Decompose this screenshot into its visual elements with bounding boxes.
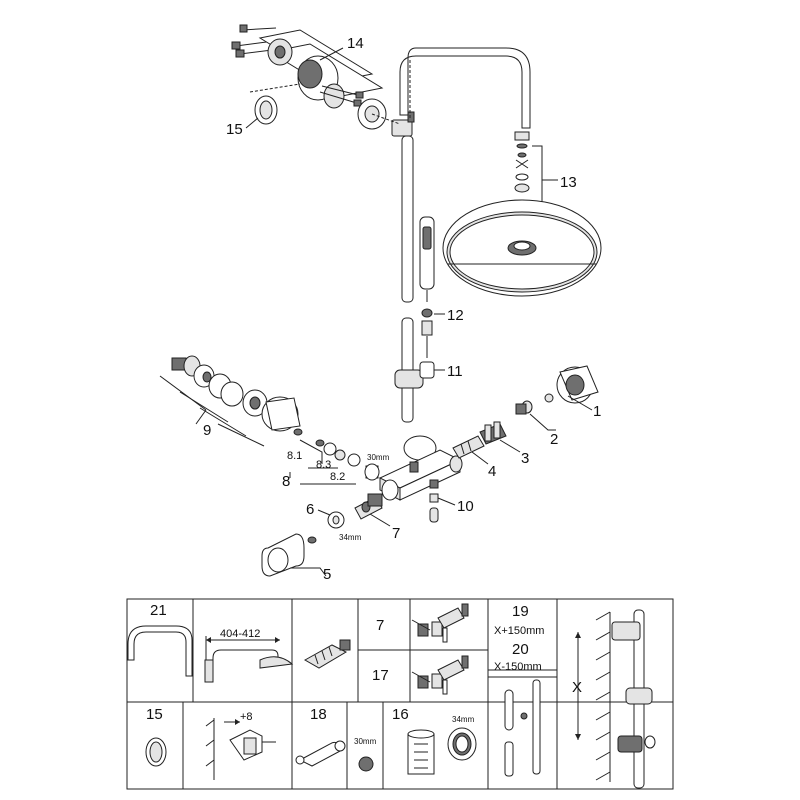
cover-cap-5: 5	[261, 533, 331, 583]
hand-shower	[419, 216, 435, 302]
table-cell-18: 18	[295, 706, 346, 767]
callout-11: 11	[447, 363, 463, 380]
cartridge-3: 3	[479, 421, 529, 467]
size-label-34mm: 34mm	[339, 533, 362, 542]
wall-bracket-assembly: 14 15	[226, 24, 415, 138]
parts-table: 21 404-412 7	[126, 598, 674, 790]
shower-head	[442, 199, 602, 297]
dim-label-x: X	[572, 679, 582, 696]
shower-arm	[399, 47, 531, 129]
callout-12: 12	[447, 307, 464, 324]
callout-8-2: 8.2	[330, 471, 345, 483]
table-cell-wall-detail: X	[572, 609, 656, 789]
table-cell-arm-length: 404-412	[204, 628, 294, 683]
screw-set-bottom	[319, 85, 364, 107]
temperature-handle-1: 1	[544, 365, 601, 420]
dim-label-x-plus: X+150mm	[494, 625, 544, 637]
callout-8-1: 8.1	[287, 450, 302, 462]
table-cell-plus8: +8	[205, 711, 276, 780]
size-label-30mm: 30mm	[367, 453, 390, 462]
part-number-20: 20	[512, 641, 529, 658]
dim-label-x-minus: X-150mm	[494, 661, 542, 673]
callout-6: 6	[306, 501, 314, 518]
table-cell-21: 21	[127, 602, 193, 677]
adapter-2: 2	[515, 400, 558, 448]
callout-7: 7	[392, 525, 400, 542]
table-cell-15: 15	[145, 706, 167, 767]
callout-14: 14	[347, 35, 364, 52]
connector-group-8: 8.1 8.3 8.2 8 30mm	[282, 439, 390, 490]
callout-8-3: 8.3	[316, 459, 331, 471]
cartridge-4: 4	[452, 435, 496, 480]
callout-5: 5	[323, 566, 331, 583]
slider-11: 11	[394, 361, 463, 389]
part-number-15: 15	[146, 706, 163, 723]
part-number-19: 19	[512, 603, 529, 620]
nut-6: 6 34mm	[306, 501, 362, 542]
valve-stack-9: 9	[159, 355, 303, 447]
callout-3: 3	[521, 450, 529, 467]
check-valve-10: 10	[429, 479, 474, 523]
table-cell-30mm: 30mm	[354, 737, 377, 772]
table-cell-7: 7	[376, 603, 469, 643]
callout-9: 9	[203, 422, 211, 439]
callout-15: 15	[226, 121, 243, 138]
table-cell-cartridge	[303, 639, 351, 669]
part-number-17: 17	[372, 667, 389, 684]
dim-label-404-412: 404-412	[220, 628, 260, 640]
size-label-34mm-table: 34mm	[452, 715, 475, 724]
thermostat-body	[378, 435, 463, 501]
dim-label-plus8: +8	[240, 711, 253, 723]
callout-4: 4	[488, 463, 496, 480]
table-cell-16: 16 34mm	[392, 706, 477, 775]
callout-13: 13	[560, 174, 577, 191]
callout-1: 1	[593, 403, 601, 420]
part-number-7: 7	[376, 617, 384, 634]
table-cell-17: 17	[372, 655, 469, 695]
part-number-18: 18	[310, 706, 327, 723]
size-label-30mm-table: 30mm	[354, 737, 377, 746]
callout-8: 8	[282, 473, 290, 490]
seal-ring-15	[249, 83, 301, 125]
table-cell-19-20: 19 X+150mm 20 X-150mm	[494, 603, 544, 777]
hose-connector-12: 12	[421, 307, 464, 358]
callout-2: 2	[550, 431, 558, 448]
connector-7: 7	[354, 493, 400, 542]
part-number-21: 21	[150, 602, 167, 619]
callout-10: 10	[457, 498, 474, 515]
riser-clamp	[371, 111, 415, 137]
part-number-16: 16	[392, 706, 409, 723]
